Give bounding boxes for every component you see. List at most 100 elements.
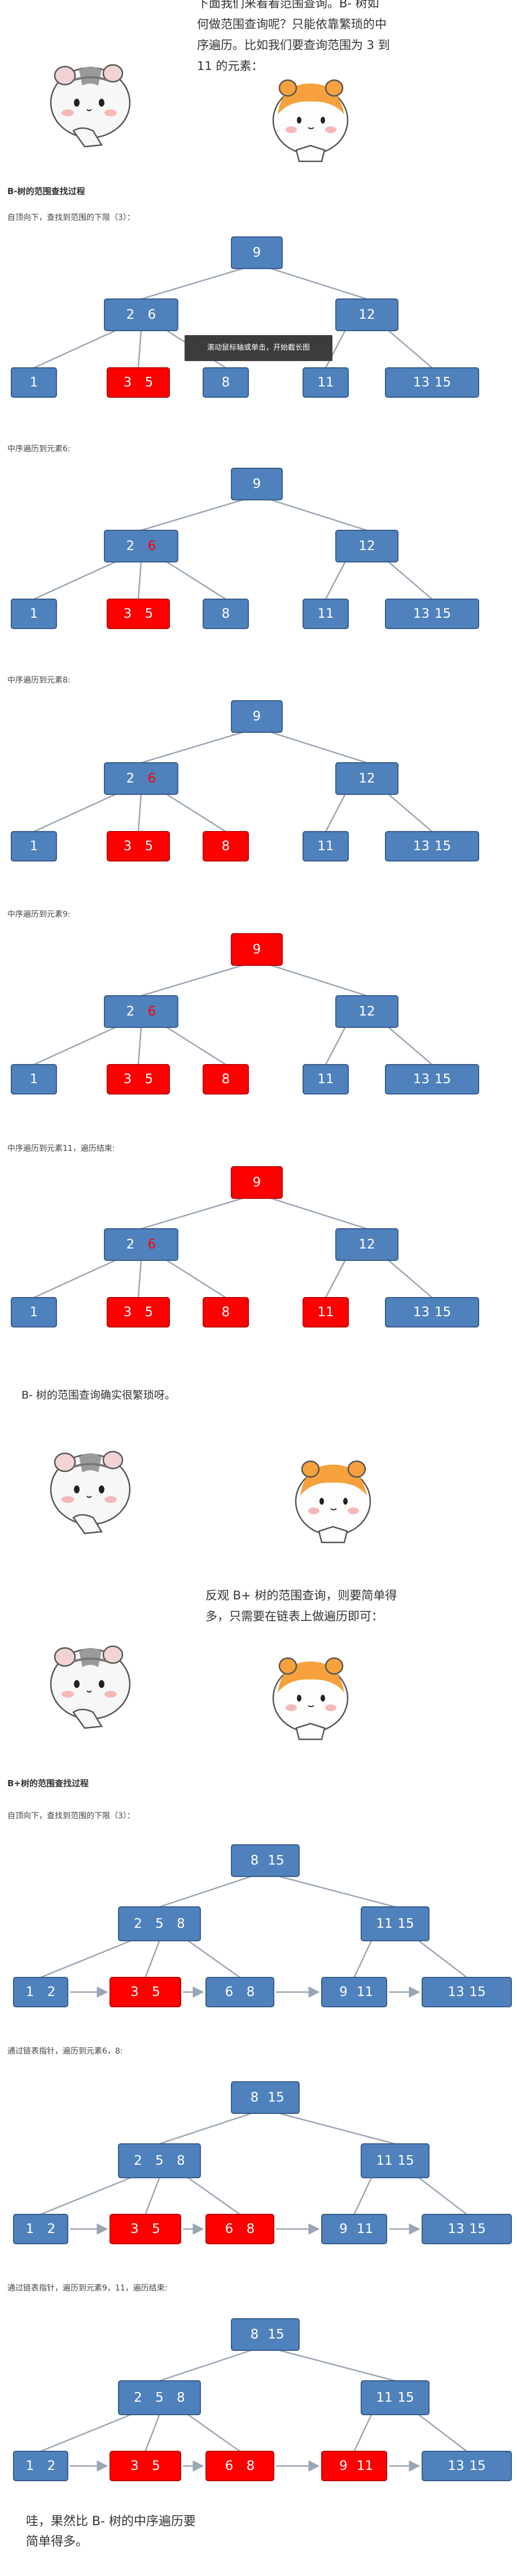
tree-edge — [141, 964, 243, 997]
right-internal-node-box — [335, 530, 398, 562]
leaf-node-box — [11, 831, 57, 861]
node-key: 13 — [413, 1072, 430, 1087]
tree-edge — [187, 1940, 240, 1979]
node-key: 3 — [130, 2222, 139, 2236]
leaf-node-box — [11, 599, 57, 629]
node-key: 6 — [148, 307, 156, 322]
leaf-node-box — [385, 1064, 479, 1094]
root-node: 9 — [231, 700, 283, 733]
node-key: 13 — [448, 2222, 464, 2236]
leaf-node-box — [303, 367, 349, 398]
node-key: 15 — [435, 375, 451, 390]
node-key: 3 — [124, 606, 132, 621]
btree-step-caption: 中序遍历到元素9: — [7, 910, 71, 919]
leaf-node: 1 — [11, 367, 57, 398]
node-key: 2 — [134, 2390, 142, 2405]
leaf-node-box — [11, 1297, 57, 1327]
root-node: 9 — [231, 236, 283, 269]
node-key: 12 — [358, 307, 375, 322]
tree-edge — [166, 561, 226, 600]
node-key: 6 — [225, 2222, 234, 2236]
node-key: 5 — [152, 2222, 160, 2236]
node-key: 3 — [124, 375, 132, 390]
right-internal-node-box — [335, 298, 398, 331]
left-internal-node-box — [118, 2380, 201, 2415]
node-key: 5 — [145, 1305, 154, 1320]
node-key: 11 — [376, 1916, 392, 1931]
node-key: 8 — [177, 2153, 185, 2168]
node-key: 11 — [376, 2153, 392, 2168]
middle-text: 反观 B+ 树的范围查询，则要简单得 多，只需要在链表上做遍历即可： — [205, 1585, 442, 1627]
node-key: 11 — [317, 839, 334, 854]
tree-edge — [187, 2177, 240, 2215]
leaf-node-box — [385, 367, 479, 398]
right-internal-node-box — [335, 995, 398, 1028]
tree-edge — [418, 2414, 467, 2452]
leaf-node: 11 — [303, 1064, 349, 1094]
leaf-node-box — [422, 2451, 512, 2481]
node-key: 15 — [268, 2327, 284, 2342]
leaf-node-box — [107, 1297, 170, 1327]
tree-edge — [166, 793, 226, 833]
leaf-node-box — [203, 1297, 249, 1327]
node-key: 9 — [339, 1985, 348, 1999]
node-key: 1 — [30, 1305, 38, 1320]
leaf-node-box — [321, 2214, 387, 2244]
tree-edge — [388, 1260, 433, 1298]
tree-edge — [270, 964, 367, 997]
node-key: 11 — [357, 1985, 373, 1999]
node-key: 11 — [357, 2222, 373, 2236]
tree-edge — [144, 2414, 160, 2452]
leaf-node-box — [205, 1977, 274, 2007]
node-key: 1 — [30, 375, 38, 390]
leaf-node: 1 — [11, 599, 57, 629]
root-node-box — [231, 236, 283, 269]
node-key: 8 — [222, 839, 230, 854]
node-key: 5 — [152, 2459, 160, 2473]
node-key: 5 — [155, 2153, 164, 2168]
tree-edge — [33, 1026, 116, 1066]
leaf-node: 8 — [203, 599, 249, 629]
node-key: 5 — [145, 1072, 154, 1087]
middle-line: 反观 B+ 树的范围查询，则要简单得 — [205, 1589, 397, 1602]
node-key: 5 — [152, 1985, 160, 1999]
node-key: 13 — [448, 2459, 464, 2473]
tree-edge — [33, 1259, 116, 1299]
node-key: 8 — [251, 2090, 259, 2105]
node-key: 15 — [268, 1853, 284, 1868]
node-key: 8 — [251, 1853, 259, 1868]
right-internal-node: 12 — [335, 995, 398, 1028]
leaf-node-box — [13, 2451, 68, 2481]
node-key: 13 — [413, 375, 430, 390]
node-key: 15 — [469, 1985, 485, 1999]
tree-edge — [141, 731, 243, 764]
leaf-node: 9 11 — [321, 1977, 387, 2007]
right-internal-node: 12 — [335, 298, 398, 331]
left-internal-node-box — [104, 762, 178, 795]
leaf-node: 1 — [11, 1297, 57, 1327]
tree-edge — [40, 2414, 132, 2452]
leaf-node-box — [13, 1977, 68, 2007]
tree-edge — [388, 330, 433, 368]
node-key: 8 — [247, 1985, 255, 1999]
leaf-node-box — [205, 2451, 274, 2481]
leaf-node-box — [107, 599, 170, 629]
root-node: 8 15 — [231, 1844, 300, 1877]
node-key: 8 — [222, 375, 230, 390]
leaf-node: 11 — [303, 599, 349, 629]
